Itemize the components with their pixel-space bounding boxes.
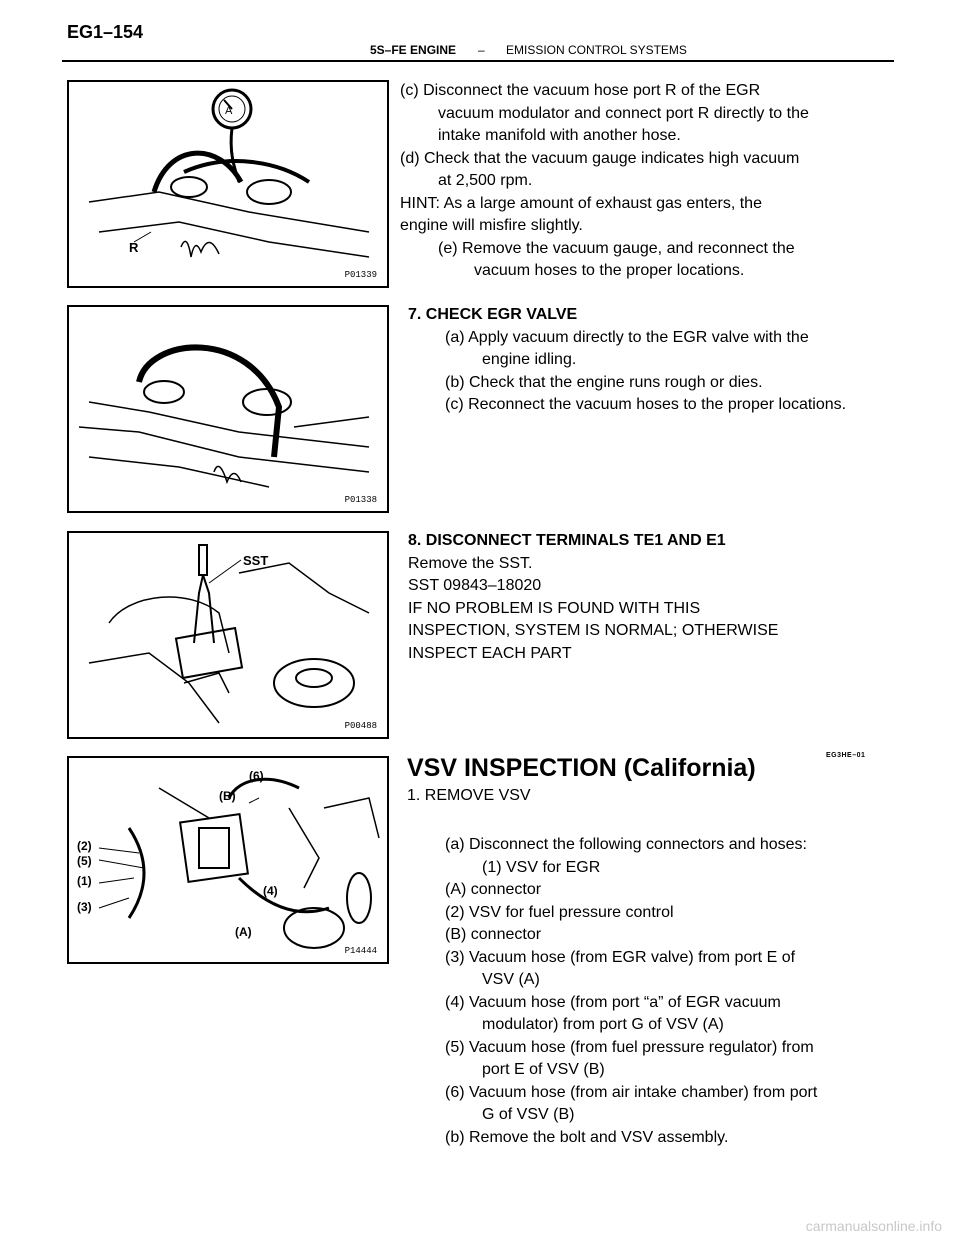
- sst-label: SST: [243, 553, 268, 568]
- gauge-label-a: A: [225, 105, 233, 117]
- watermark: carmanualsonline.info: [805, 1218, 942, 1234]
- step-b: (b) Check that the engine runs rough or …: [445, 373, 763, 391]
- sst-illustration: SST: [88, 544, 370, 724]
- item-5-line1: (5) Vacuum hose (from fuel pressure regu…: [445, 1038, 814, 1056]
- item-4-line1: (4) Vacuum hose (from port “a” of EGR va…: [445, 993, 781, 1011]
- figure-egr-valve: P01338: [67, 305, 389, 513]
- section-code: EG3HE–01: [826, 752, 866, 759]
- item-6-line2: G of VSV (B): [482, 1106, 575, 1123]
- figure-code: P01338: [344, 495, 377, 505]
- callout-5: (5): [77, 854, 92, 868]
- header-section: EMISSION CONTROL SYSTEMS: [506, 43, 687, 57]
- figure-code: P14444: [344, 946, 377, 956]
- hint-line2: engine will misfire slightly.: [400, 217, 583, 234]
- hint-line1: HINT: As a large amount of exhaust gas e…: [400, 194, 762, 212]
- header-engine: 5S–FE ENGINE: [370, 43, 457, 57]
- step-8-line5: INSPECT EACH PART: [408, 644, 572, 662]
- egr-valve-illustration: [78, 344, 370, 488]
- item-a-connector: (A) connector: [445, 881, 542, 898]
- step-a-line2: engine idling.: [482, 351, 577, 368]
- step-7-title: 7. CHECK EGR VALVE: [408, 306, 578, 323]
- step-c-line2: vacuum modulator and connect port R dire…: [438, 104, 809, 122]
- text-block-2: 7. CHECK EGR VALVE (a) Apply vacuum dire…: [408, 304, 846, 417]
- item-1: (1) VSV for EGR: [482, 858, 601, 876]
- callout-1: (1): [77, 874, 92, 888]
- callout-2: (2): [77, 839, 92, 853]
- figure-code: P01339: [344, 270, 377, 280]
- step-b: (b) Remove the bolt and VSV assembly.: [445, 1128, 729, 1146]
- text-block-4: (a) Disconnect the following connectors …: [408, 834, 817, 1149]
- port-r-label: R: [129, 240, 139, 255]
- item-b-connector: (B) connector: [445, 926, 542, 943]
- callout-a: (A): [235, 925, 252, 939]
- figure-vsv: (6) (2) (5) (B) (1) (3) (4) (A) P14444: [67, 756, 389, 964]
- step-c-line1: (c) Disconnect the vacuum hose port R of…: [400, 82, 761, 99]
- section-title: VSV INSPECTION (California): [407, 754, 756, 782]
- step-remove-vsv: 1. REMOVE VSV: [407, 787, 531, 804]
- step-d-line1: (d) Check that the vacuum gauge indicate…: [400, 149, 800, 167]
- figure-sst: SST P00488: [67, 531, 389, 739]
- callout-b: (B): [219, 789, 236, 803]
- text-block-3: 8. DISCONNECT TERMINALS TE1 AND E1 Remov…: [408, 530, 778, 665]
- step-c: (c) Reconnect the vacuum hoses to the pr…: [445, 396, 847, 413]
- header-rule: [62, 60, 894, 62]
- item-3-line1: (3) Vacuum hose (from EGR valve) from po…: [445, 948, 796, 966]
- item-5-line2: port E of VSV (B): [482, 1061, 605, 1078]
- step-c-line3: intake manifold with another hose.: [438, 127, 681, 144]
- figure-code: P00488: [344, 721, 377, 731]
- callout-4: (4): [263, 884, 278, 898]
- vacuum-gauge-illustration: A R: [88, 88, 370, 258]
- step-e-line2: vacuum hoses to the proper locations.: [474, 262, 745, 279]
- step-e-line1: (e) Remove the vacuum gauge, and reconne…: [438, 239, 795, 257]
- item-4-line2: modulator) from port G of VSV (A): [482, 1016, 724, 1033]
- header-separator: –: [478, 43, 485, 57]
- figure-vacuum-gauge: A R P01339: [67, 80, 389, 288]
- step-8-title: 8. DISCONNECT TERMINALS TE1 AND E1: [408, 532, 726, 549]
- step-d-line2: at 2,500 rpm.: [438, 172, 533, 189]
- item-3-line2: VSV (A): [482, 971, 540, 988]
- callout-6: (6): [249, 769, 264, 783]
- step-a-line1: (a) Apply vacuum directly to the EGR val…: [445, 328, 809, 346]
- callout-3: (3): [77, 900, 92, 914]
- step-a: (a) Disconnect the following connectors …: [445, 836, 807, 853]
- step-8-line1: Remove the SST.: [408, 554, 533, 572]
- vsv-illustration: (6) (2) (5) (B) (1) (3) (4) (A): [77, 769, 380, 949]
- page-code: EG1–154: [67, 22, 144, 42]
- step-8-line3: IF NO PROBLEM IS FOUND WITH THIS: [408, 599, 701, 617]
- text-block-1: (c) Disconnect the vacuum hose port R of…: [400, 80, 809, 283]
- step-8-line2: SST 09843–18020: [408, 577, 542, 594]
- step-8-line4: INSPECTION, SYSTEM IS NORMAL; OTHERWISE: [408, 622, 779, 639]
- item-6-line1: (6) Vacuum hose (from air intake chamber…: [445, 1083, 818, 1101]
- item-2: (2) VSV for fuel pressure control: [445, 903, 674, 921]
